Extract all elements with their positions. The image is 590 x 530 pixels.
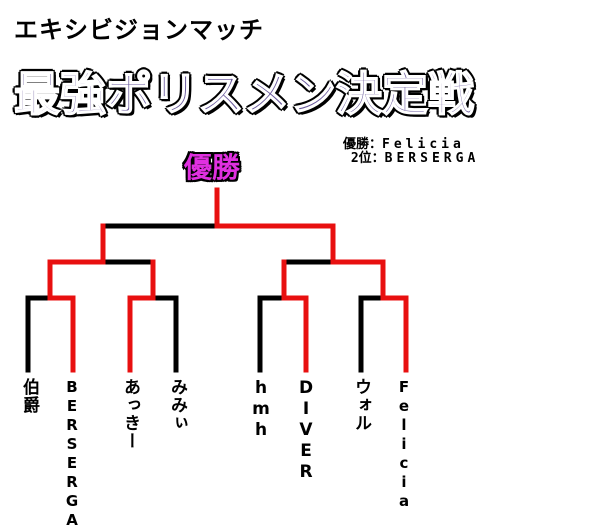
results-summary: 優勝：Felicia 2位：BERSERGA — [343, 138, 479, 166]
player-3-name: あっきー — [120, 378, 140, 450]
player-2-name: BERSERGA — [63, 378, 81, 530]
tournament-bracket — [25, 187, 409, 373]
player-8-name: Felicia — [395, 378, 413, 511]
champion-label: 優勝 — [184, 151, 241, 184]
winner-label: 優勝： — [343, 137, 383, 152]
player-5-name: hmh — [251, 378, 271, 441]
runner-up-line: 2位：BERSERGA — [343, 152, 479, 166]
event-title: 最強ポリスメン決定戦 — [13, 66, 475, 122]
winner-line: 優勝：Felicia — [343, 138, 479, 152]
runner-up-label: 2位： — [343, 151, 385, 166]
tournament-page: エキシビジョンマッチ 最強ポリスメン決定戦 優勝：Felicia 2位：BERS… — [13, 16, 479, 530]
player-4-name: みみぃ — [167, 378, 187, 432]
player-6-name: DIVER — [296, 378, 316, 483]
runner-up-name: BERSERGA — [384, 151, 480, 166]
player-7-name: ウォル — [351, 378, 371, 432]
player-1-name: 伯爵 — [19, 378, 39, 414]
event-subtitle: エキシビジョンマッチ — [14, 16, 264, 44]
winner-name: Felicia — [382, 137, 465, 152]
